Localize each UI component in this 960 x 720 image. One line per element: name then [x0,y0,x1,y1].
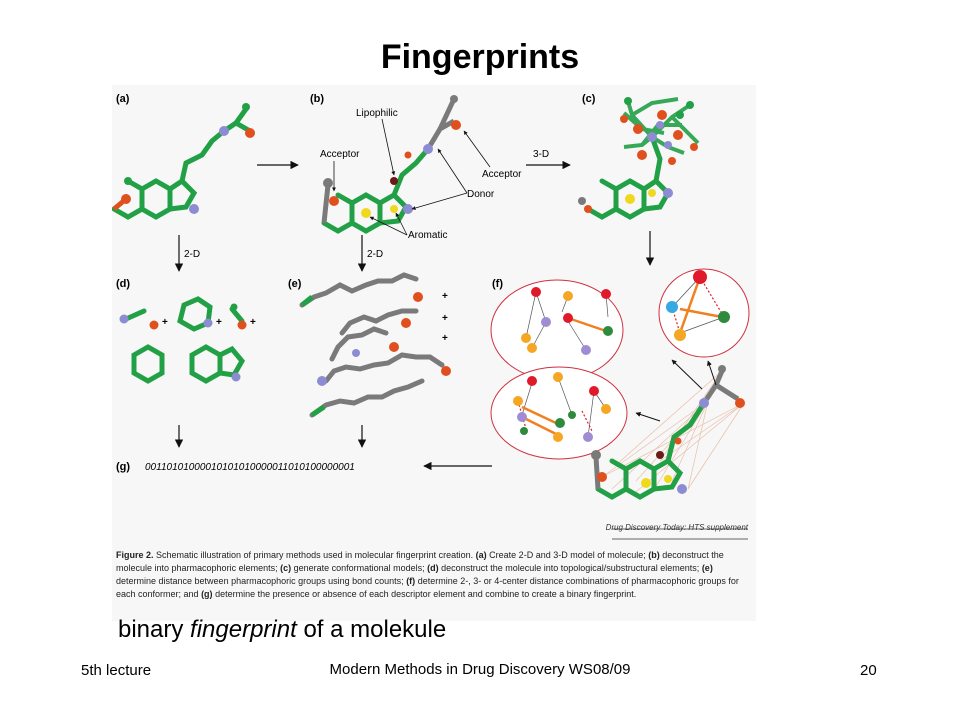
pharmacophore-combinations-f [490,268,750,460]
caption-f-label: (f) [406,576,416,586]
footer-lecture: 5th lecture [81,662,152,679]
panel-label-g: (g) [116,461,130,473]
caption-figure-label: Figure 2. [116,550,154,560]
panel-label-f: (f) [492,278,503,290]
label-2d-left: 2-D [184,249,200,260]
caption-e-text: determine distance between pharmacophori… [116,576,407,586]
label-2d-right: 2-D [367,249,383,260]
annotation-donor: Donor [467,189,495,200]
caption-g-label: (g) [201,589,213,599]
figure-credit: Drug Discovery Today: HTS supplement [605,523,748,532]
panel-label-c: (c) [582,93,596,105]
svg-text:+: + [216,317,222,328]
arrow-to-ellipse-bottom [635,412,661,422]
svg-text:+: + [442,291,448,302]
fragments-d: + + + [119,296,256,384]
binary-fingerprint-bits: 00110101000010101010000011010100000001 [145,462,355,473]
caption-d-text: deconstruct the molecule into topologica… [438,563,702,573]
caption-intro: Schematic illustration of primary method… [153,550,476,560]
svg-text:+: + [250,317,256,328]
annotation-acceptor-right: Acceptor [482,169,522,180]
molecule-b [321,95,461,234]
fingerprint-figure: (a) (b) (c) (d) (e) (f) (g) [112,85,756,621]
caption-e-label: (e) [701,563,713,573]
caption-c-label: (c) [280,563,292,573]
annotation-pointers [332,118,491,236]
slide-title: Fingerprints [380,38,580,76]
label-3d: 3-D [533,149,549,160]
svg-text:+: + [162,317,168,328]
panel-label-d: (d) [116,278,130,290]
caption-c-text: generate conformational models; [291,563,428,573]
svg-text:+: + [442,333,448,344]
arrow-to-ellipse-top-left [671,359,703,390]
annotation-acceptor-left: Acceptor [320,149,360,160]
molecule-a [112,103,255,220]
panel-label-b: (b) [310,93,324,105]
caption-b-label: (b) [648,550,660,560]
caption-a-text: Create 2-D and 3-D model of molecule; [486,550,649,560]
footer-page-number: 20 [860,662,877,679]
annotation-lipophilic: Lipophilic [356,108,398,119]
panel-label-e: (e) [288,278,302,290]
molecule-c-conformers [578,97,700,220]
caption-d-label: (d) [427,563,439,573]
slide-subtitle: binary fingerprint of a molekule [118,616,446,644]
figure-diagram: (a) (b) (c) (d) (e) (f) (g) [112,93,750,540]
subtitle-suffix: of a molekule [296,616,447,643]
arrow-to-ellipse-top-right [707,360,717,386]
paths-e: + + + [299,272,451,418]
caption-g-text: determine the presence or absence of eac… [212,589,637,599]
figure-caption: Figure 2. Schematic illustration of prim… [116,549,752,601]
subtitle-prefix: binary [118,616,191,643]
svg-text:+: + [442,313,448,324]
annotation-aromatic: Aromatic [408,230,447,241]
caption-f-text: determine 2-, 3- or 4-center distance co… [116,576,739,599]
footer-course: Modern Methods in Drug Discovery WS08/09 [329,661,631,678]
subtitle-italic: fingerprint [190,616,297,643]
caption-a-label: (a) [475,550,487,560]
panel-label-a: (a) [116,93,130,105]
caption-b-text: deconstruct the molecule into pharmacoph… [116,550,724,573]
